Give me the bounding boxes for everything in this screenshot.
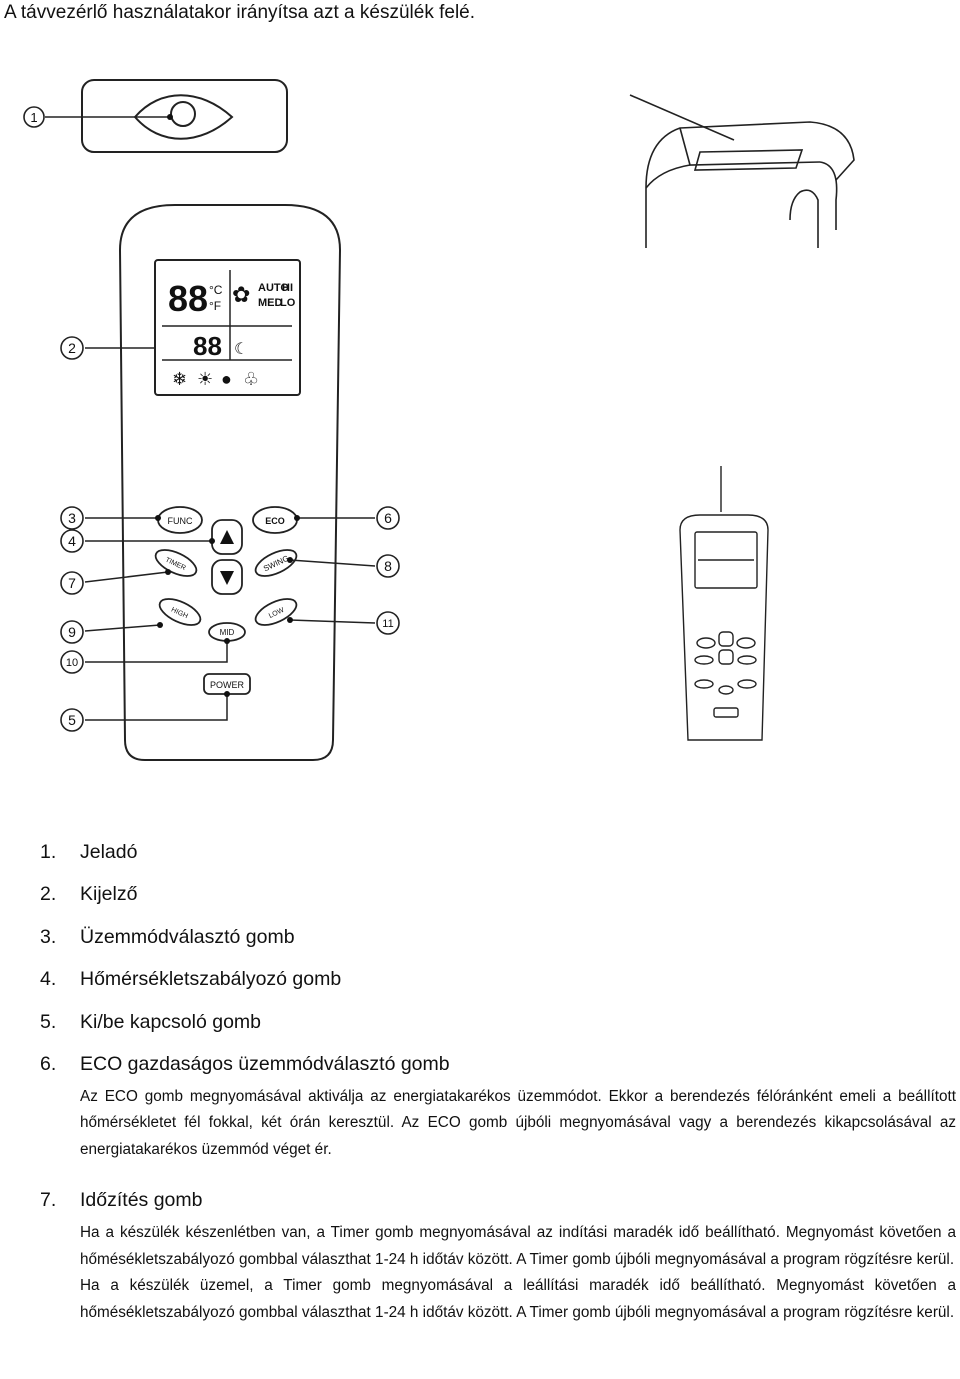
fan-icon: ✿ <box>232 282 250 307</box>
list-number: 2. <box>40 883 57 906</box>
list-text: Jeladó <box>80 841 138 863</box>
list-item: 4. Hőmérsékletszabályozó gomb <box>40 965 956 1007</box>
callout-6: 6 <box>384 510 392 526</box>
list-item: 1. Jeladó <box>40 838 956 880</box>
callout-10: 10 <box>66 657 78 669</box>
func-button-label: FUNC <box>168 516 193 526</box>
timer-paragraph-standby: Ha a készülék készenlétben van, a Timer … <box>80 1224 956 1268</box>
list-text: Ki/be kapcsoló gomb <box>80 1010 262 1033</box>
remote-body <box>118 204 342 761</box>
fan-mode-icon: ♧ <box>243 369 259 389</box>
callout-4: 4 <box>68 533 76 549</box>
callout-3: 3 <box>68 510 76 526</box>
callout-9: 9 <box>68 624 76 640</box>
list-text: Hőmérsékletszabályozó gomb <box>80 968 342 991</box>
transmitter-top-view <box>81 79 288 153</box>
leader-lines <box>45 116 376 721</box>
timer-paragraph-running: Ha a készülék üzemel, a Timer gomb megny… <box>80 1277 956 1321</box>
callout-circles <box>23 106 400 732</box>
small-remote-sketch <box>679 466 769 741</box>
list-item: 7. Időzítés gomb <box>40 1186 956 1220</box>
list-item: 6. ECO gazdaságos üzemmódválasztó gomb <box>40 1050 956 1084</box>
list-item: 2. Kijelző <box>40 880 956 922</box>
timer-section: 7. Időzítés gomb Ha a készülék készenlétb… <box>40 1186 956 1326</box>
dry-drop-icon: ● <box>221 369 232 389</box>
callout-11: 11 <box>382 618 393 630</box>
parts-list: 1. Jeladó 2. Kijelző 3. Üzemmódválasztó gom… <box>40 838 956 1163</box>
list-number: 7. <box>40 1189 57 1211</box>
remote-control-figure: 88 °C °F ✿ AUTO HI MED LO 88 ☾ ❄ ☀ ● ♧ F… <box>23 79 855 761</box>
lcd-fan-med: MED <box>258 297 283 309</box>
list-item: 5. Ki/be kapcsoló gomb <box>40 1008 956 1050</box>
lcd-big-digits: 88 <box>168 278 208 319</box>
callout-5: 5 <box>68 712 76 728</box>
lcd-small-digits: 88 <box>193 331 222 361</box>
leader-dots <box>155 114 300 697</box>
callout-8: 8 <box>384 558 392 574</box>
high-button-label: HIGH <box>170 606 189 620</box>
eco-button-label: ECO <box>265 516 285 526</box>
list-text: Időzítés gomb <box>80 1189 203 1211</box>
ac-unit-sketch <box>629 94 855 248</box>
lcd-fan-hi: HI <box>282 282 293 294</box>
list-item: 3. Üzemmódválasztó gomb <box>40 923 956 965</box>
callout-2: 2 <box>68 340 76 356</box>
list-number: 4. <box>40 968 57 991</box>
cool-snowflake-icon: ❄ <box>172 369 187 389</box>
sleep-moon-icon: ☾ <box>234 341 248 358</box>
list-text: ECO gazdaságos üzemmódválasztó gomb <box>80 1052 450 1075</box>
callout-1: 1 <box>30 110 37 125</box>
lcd-fan-lo: LO <box>280 297 296 309</box>
power-button-label: POWER <box>210 680 245 690</box>
callout-7: 7 <box>68 575 76 591</box>
low-button-label: LOW <box>268 607 286 620</box>
heat-sun-icon: ☀ <box>197 369 213 389</box>
eco-paragraph: Az ECO gomb megnyomásával aktiválja az e… <box>80 1087 956 1158</box>
mid-button-label: MID <box>220 628 235 637</box>
list-number: 1. <box>40 841 57 863</box>
list-number: 5. <box>40 1010 57 1033</box>
list-number: 3. <box>40 925 57 948</box>
list-number: 6. <box>40 1052 57 1075</box>
list-text: Üzemmódválasztó gomb <box>80 925 295 948</box>
page-heading: A távvezérlő használatakor irányítsa azt… <box>4 2 476 23</box>
lcd-unit-c: °C <box>209 283 223 297</box>
list-text: Kijelző <box>80 883 138 906</box>
lcd-unit-f: °F <box>209 299 221 313</box>
lcd-fan-auto: AUTO <box>258 282 289 294</box>
